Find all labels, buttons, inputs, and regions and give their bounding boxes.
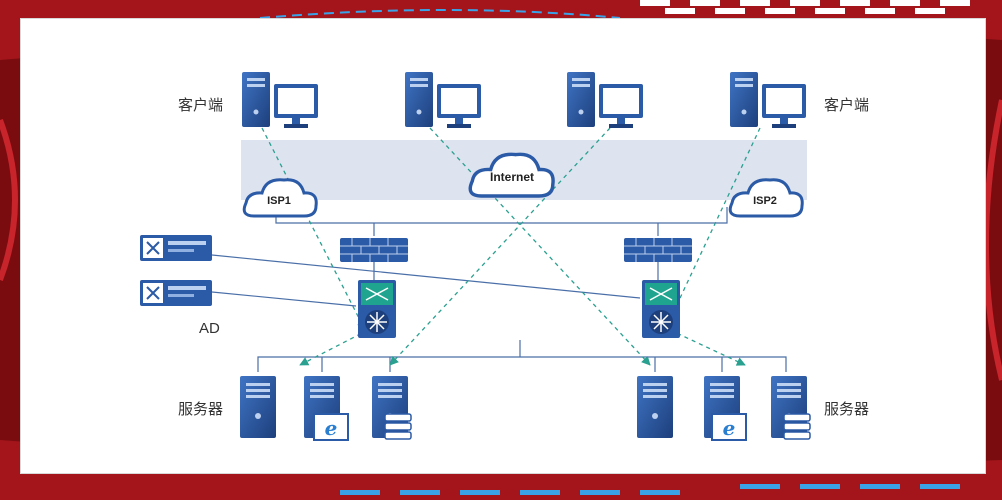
servers-left-label: 服务器 [178,401,224,418]
ie-browser-icon: e [313,413,349,441]
client-computer-2 [405,72,481,128]
firewall-right-icon [623,237,693,263]
clients-left-label: 客户端 [178,97,224,114]
storage-disk-icon [783,413,811,440]
client-computer-4 [730,72,806,128]
storage-disk-icon [384,413,412,440]
ie-browser-icon: e [711,413,747,441]
server-4 [637,376,673,438]
isp1-label: ISP1 [267,195,291,207]
core-switch-left-icon [357,279,397,339]
svg-text:e: e [325,416,338,440]
clients-right-label: 客户端 [824,97,870,114]
client-computer-1 [242,72,318,128]
client-computer-3 [567,72,643,128]
svg-text:e: e [723,416,736,440]
internet-label: Internet [490,170,534,184]
isp2-label: ISP2 [753,195,777,207]
firewall-left-icon [339,237,409,263]
servers-right-label: 服务器 [824,401,870,418]
core-switch-right-icon [641,279,681,339]
ad-label: AD [199,320,220,337]
ad-appliance-2-icon [139,279,213,307]
server-1 [240,376,276,438]
ad-appliance-1-icon [139,234,213,262]
